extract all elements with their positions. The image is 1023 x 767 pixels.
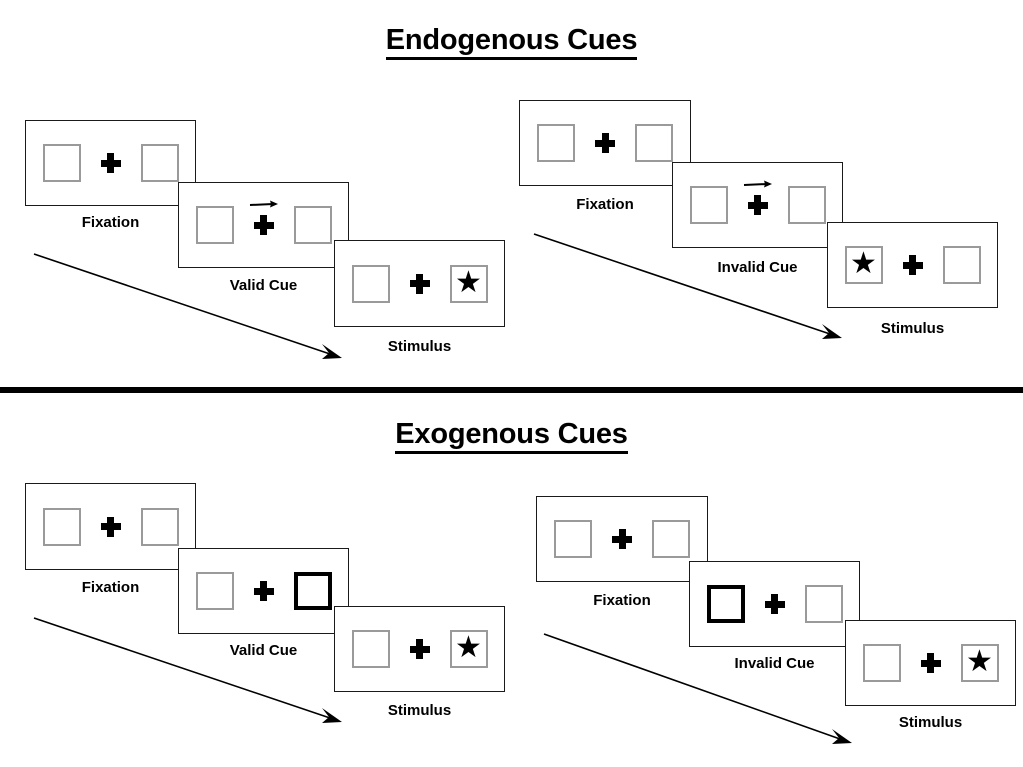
- panel-label-exogenous-invalid-stimulus: Stimulus: [898, 714, 963, 731]
- right-placeholder-box: [804, 585, 843, 623]
- star-icon: ★: [455, 265, 482, 299]
- left-placeholder-box: [689, 186, 728, 224]
- star-icon: ★: [455, 631, 482, 664]
- left-placeholder-box: [42, 507, 81, 546]
- panel-label-exogenous-valid-fixation: Fixation: [81, 579, 140, 596]
- time-flow-arrow-exogenous-valid: [33, 617, 342, 723]
- right-placeholder-box: [140, 507, 179, 546]
- panel-label-endogenous-valid-stimulus: Stimulus: [387, 338, 452, 355]
- panel-label-exogenous-valid-stimulus: Stimulus: [387, 702, 452, 719]
- panel-content: [706, 585, 843, 623]
- fixation-cross-icon: [409, 639, 430, 659]
- panel-content: ★: [351, 630, 488, 668]
- panel-exogenous-invalid-cue[interactable]: [689, 561, 860, 647]
- right-placeholder-box: [293, 206, 332, 244]
- right-cued-box: [293, 572, 332, 610]
- fixation-cross-icon: [595, 133, 615, 153]
- panel-content: [195, 572, 332, 610]
- fixation-cross-icon: [249, 200, 278, 235]
- right-placeholder-box: [942, 246, 981, 284]
- section-title-exogenous-text: Exogenous Cues: [395, 418, 628, 454]
- panel-label-exogenous-invalid-cue: Invalid Cue: [734, 655, 815, 672]
- right-target-box: ★: [449, 264, 488, 303]
- panel-endogenous-invalid-fixation[interactable]: [519, 100, 691, 186]
- panel-label-exogenous-valid-cue: Valid Cue: [229, 642, 298, 659]
- left-placeholder-box: [554, 520, 592, 558]
- right-placeholder-box: [635, 124, 673, 162]
- star-icon: ★: [966, 645, 993, 678]
- fixation-cross-icon: [409, 273, 430, 294]
- panel-content: ★: [862, 644, 999, 682]
- panel-content: [689, 180, 826, 224]
- panel-endogenous-valid-cue[interactable]: [178, 182, 349, 268]
- panel-exogenous-invalid-stimulus[interactable]: ★: [845, 620, 1016, 706]
- arrow-right-icon: [249, 200, 278, 208]
- time-flow-arrow-exogenous-invalid: [543, 633, 852, 744]
- arrow-right-icon: [743, 180, 772, 188]
- panel-exogenous-valid-fixation[interactable]: [25, 483, 196, 570]
- left-placeholder-box: [42, 144, 81, 182]
- panel-content: [195, 200, 332, 244]
- panel-endogenous-valid-fixation[interactable]: [25, 120, 196, 206]
- star-icon: ★: [850, 247, 877, 280]
- section-title-endogenous-text: Endogenous Cues: [385, 24, 637, 60]
- panel-content: [42, 144, 179, 182]
- panel-label-endogenous-valid-cue: Valid Cue: [229, 277, 298, 294]
- right-placeholder-box: [652, 520, 690, 558]
- right-placeholder-box: [787, 186, 826, 224]
- fixation-cross-icon: [743, 180, 772, 215]
- panel-label-exogenous-invalid-fixation: Fixation: [593, 592, 651, 609]
- fixation-cross-icon: [920, 653, 941, 673]
- left-cued-box: [706, 585, 745, 623]
- time-flow-arrow-endogenous-invalid: [533, 233, 842, 339]
- right-target-box: ★: [960, 644, 999, 682]
- left-placeholder-box: [537, 124, 575, 162]
- right-target-box: ★: [449, 630, 488, 668]
- panel-endogenous-valid-stimulus[interactable]: ★: [334, 240, 505, 327]
- fixation-cross-icon: [764, 594, 785, 614]
- panel-label-endogenous-invalid-fixation: Fixation: [576, 196, 634, 213]
- panel-exogenous-invalid-fixation[interactable]: [536, 496, 708, 582]
- panel-content: ★: [844, 246, 981, 284]
- panel-endogenous-invalid-cue[interactable]: [672, 162, 843, 248]
- panel-content: [554, 520, 690, 558]
- fixation-cross-icon: [253, 581, 274, 601]
- fixation-cross-icon: [100, 153, 121, 173]
- panel-label-endogenous-invalid-cue: Invalid Cue: [717, 259, 798, 276]
- section-divider: [0, 387, 1023, 393]
- left-target-box: ★: [844, 246, 883, 284]
- fixation-cross-icon: [902, 255, 923, 275]
- panel-label-endogenous-invalid-stimulus: Stimulus: [880, 320, 945, 337]
- panel-content: [42, 507, 179, 546]
- section-title-endogenous: Endogenous Cues: [0, 24, 1023, 60]
- panel-exogenous-valid-cue[interactable]: [178, 548, 349, 634]
- left-placeholder-box: [351, 630, 390, 668]
- right-placeholder-box: [140, 144, 179, 182]
- left-placeholder-box: [195, 572, 234, 610]
- panel-content: [537, 124, 673, 162]
- left-placeholder-box: [862, 644, 901, 682]
- panel-exogenous-valid-stimulus[interactable]: ★: [334, 606, 505, 692]
- time-flow-arrow-endogenous-valid: [33, 253, 342, 359]
- panel-content: ★: [351, 264, 488, 303]
- left-placeholder-box: [195, 206, 234, 244]
- fixation-cross-icon: [612, 529, 632, 549]
- panel-label-endogenous-valid-fixation: Fixation: [81, 214, 140, 231]
- panel-endogenous-invalid-stimulus[interactable]: ★: [827, 222, 998, 308]
- section-title-exogenous: Exogenous Cues: [0, 418, 1023, 454]
- fixation-cross-icon: [100, 516, 121, 537]
- left-placeholder-box: [351, 264, 390, 303]
